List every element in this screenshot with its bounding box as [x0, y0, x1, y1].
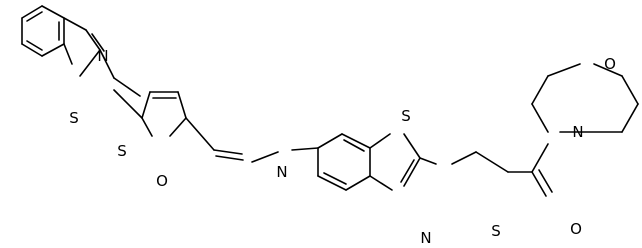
atom-s-thioether-right: S: [491, 222, 501, 240]
atom-s-thioether-left: S: [117, 142, 127, 160]
atom-o-furan: O: [156, 172, 168, 190]
atom-label: S: [117, 142, 127, 160]
atom-label: O: [570, 220, 582, 238]
atom-label: N: [97, 47, 108, 65]
atom-label: S: [69, 109, 79, 127]
atom-n-morpholine: N: [572, 123, 583, 141]
bonds: [21, 5, 639, 197]
atom-label: O: [156, 172, 168, 190]
atom-n-imine: N: [276, 163, 287, 181]
atom-label: N: [572, 123, 583, 141]
atom-labels: N S S O N S S N O N O: [69, 47, 616, 247]
atom-label: N: [276, 163, 287, 181]
atom-o-carbonyl: O: [570, 220, 582, 238]
atom-n-right-thiazole: N: [420, 229, 431, 247]
atom-label: S: [491, 222, 501, 240]
atom-label: O: [604, 55, 616, 73]
atom-n-left-thiazole: N: [97, 47, 108, 65]
atom-label: S: [401, 107, 411, 125]
atom-label: N: [420, 229, 431, 247]
atom-s-right-thiazole: S: [401, 107, 411, 125]
atom-o-morpholine: O: [604, 55, 616, 73]
atom-s-left-thiazole: S: [69, 109, 79, 127]
